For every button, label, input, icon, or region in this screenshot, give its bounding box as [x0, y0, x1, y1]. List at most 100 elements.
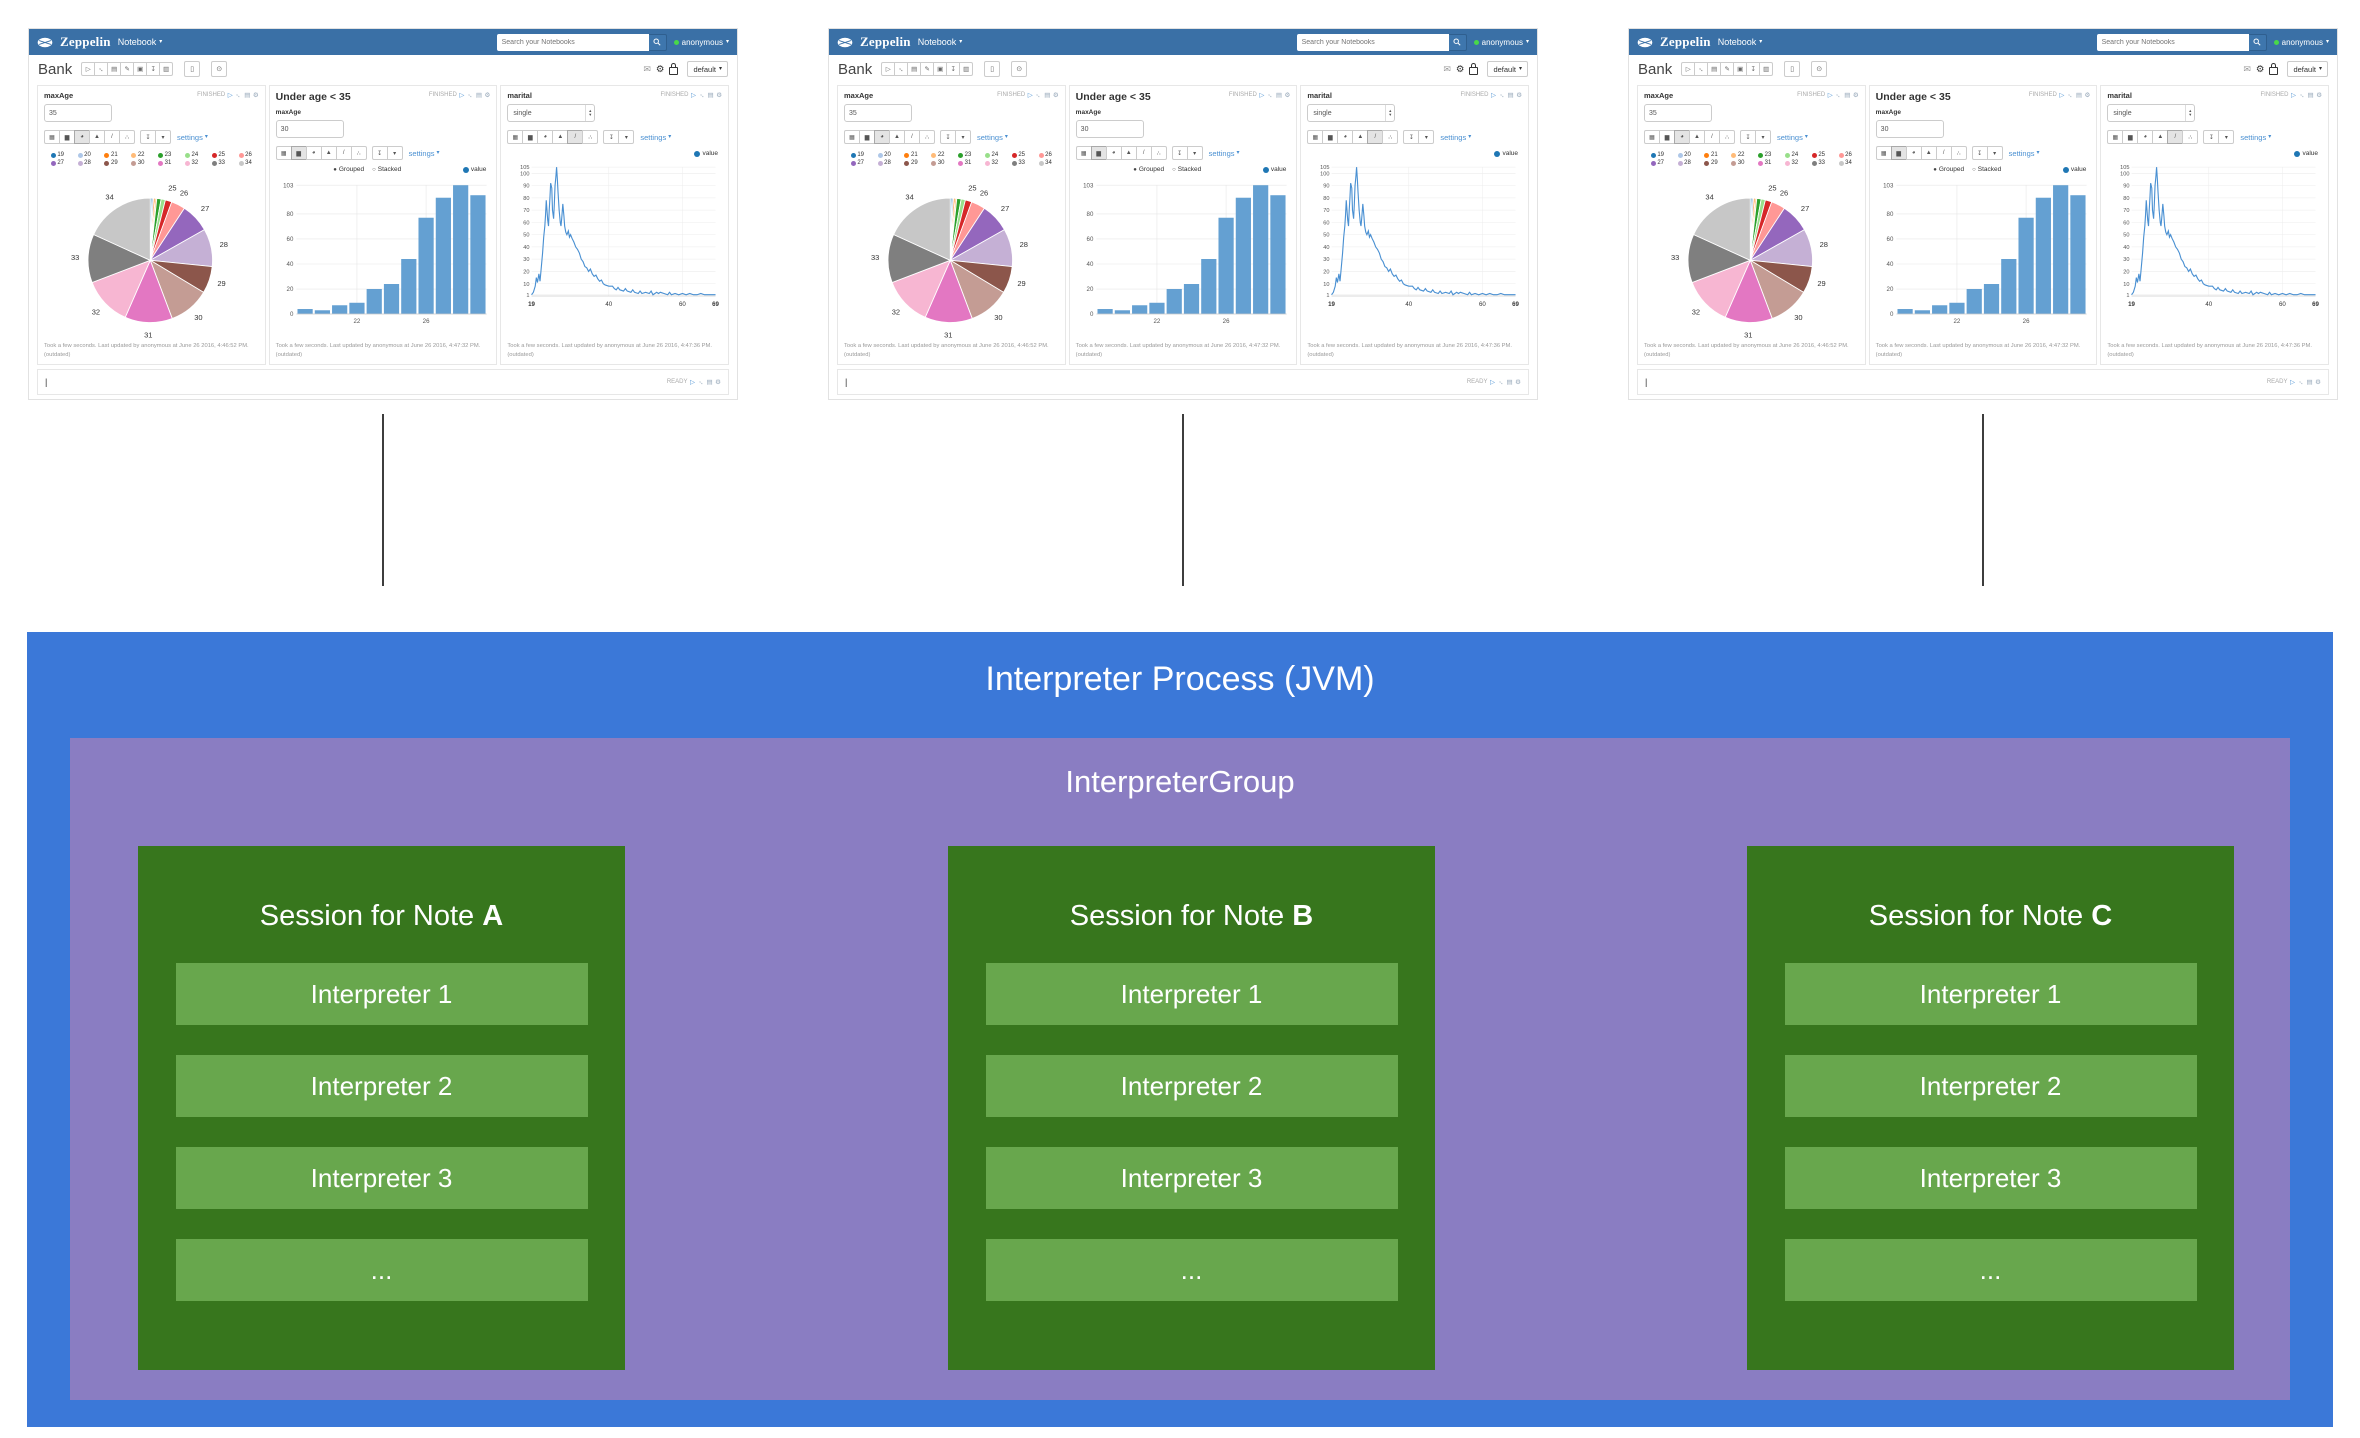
search-input[interactable] — [2096, 33, 2249, 51]
bar-chart-button[interactable]: ▆ — [1090, 146, 1107, 160]
download-caret-button[interactable]: ▾ — [1186, 146, 1203, 160]
area-chart-button[interactable]: ▲ — [320, 146, 337, 160]
expand-icon[interactable]: ↔ — [233, 90, 244, 100]
legend-item[interactable]: 33 — [1805, 160, 1832, 166]
stacked-radio[interactable]: ○ Stacked — [372, 166, 402, 173]
gear-icon[interactable]: ⚙ — [252, 92, 259, 99]
download-caret-button[interactable]: ▾ — [155, 130, 171, 144]
maxage-input[interactable] — [1875, 120, 1944, 138]
output-icon[interactable]: ▤ — [706, 379, 713, 386]
legend-item[interactable]: 22 — [125, 152, 152, 158]
settings-toggle[interactable]: settings ▾ — [640, 132, 672, 142]
legend-item[interactable]: 30 — [125, 160, 152, 166]
table-chart-button[interactable]: ▦ — [844, 130, 860, 144]
lock-icon[interactable] — [1469, 62, 1479, 75]
clone-notebook-button[interactable]: ▣ — [933, 62, 948, 76]
hide-code-button[interactable]: ↔ — [94, 62, 109, 76]
line-chart-button[interactable]: / — [904, 130, 920, 144]
empty-paragraph[interactable]: | READY ▷ ↔ ▤ ⚙ — [37, 369, 729, 395]
area-chart-button[interactable]: ▲ — [1352, 130, 1369, 144]
grouped-radio[interactable]: ● Grouped — [1933, 166, 1965, 173]
scheduler-button[interactable]: ⊙ — [1811, 61, 1828, 77]
legend-item[interactable]: 33 — [205, 160, 232, 166]
legend-item[interactable]: 31 — [951, 160, 978, 166]
mail-icon[interactable]: ✉ — [2243, 63, 2251, 74]
bar-chart-button[interactable]: ▆ — [290, 146, 307, 160]
gear-icon[interactable]: ⚙ — [1516, 92, 1523, 99]
run-icon[interactable]: ▷ — [2059, 92, 2065, 99]
expand-icon[interactable]: ↔ — [2065, 90, 2075, 100]
run-icon[interactable]: ▷ — [2291, 92, 2297, 99]
maxage-input[interactable] — [1075, 120, 1144, 138]
legend-item[interactable]: 21 — [98, 152, 125, 158]
expand-icon[interactable]: ↔ — [697, 90, 707, 100]
legend-item[interactable]: 19 — [844, 152, 871, 158]
run-icon[interactable]: ▷ — [1259, 92, 1265, 99]
legend-item[interactable]: 26 — [232, 152, 259, 158]
gear-icon[interactable]: ⚙ — [1455, 63, 1465, 75]
line-chart-button[interactable]: / — [1704, 130, 1720, 144]
gear-icon[interactable]: ⚙ — [716, 92, 723, 99]
search-button[interactable] — [2248, 33, 2267, 51]
legend-item[interactable]: 32 — [178, 160, 205, 166]
mail-icon[interactable]: ✉ — [1443, 63, 1451, 74]
legend-item[interactable]: 34 — [232, 160, 259, 166]
legend-item[interactable]: 32 — [1778, 160, 1805, 166]
run-icon[interactable]: ▷ — [1491, 92, 1497, 99]
stacked-radio[interactable]: ○ Stacked — [1172, 166, 1202, 173]
legend-item[interactable]: 31 — [151, 160, 178, 166]
expand-icon[interactable]: ↔ — [695, 377, 706, 387]
table-chart-button[interactable]: ▦ — [1644, 130, 1660, 144]
search-button[interactable] — [648, 33, 667, 51]
expand-icon[interactable]: ↔ — [1495, 377, 1506, 387]
pie-chart-button[interactable]: ◕ — [74, 130, 90, 144]
area-chart-button[interactable]: ▲ — [89, 130, 105, 144]
hide-code-button[interactable]: ↔ — [894, 62, 909, 76]
legend-item[interactable]: 33 — [1005, 160, 1032, 166]
search-input[interactable] — [1296, 33, 1449, 51]
legend-item[interactable]: 23 — [951, 152, 978, 158]
gear-icon[interactable]: ⚙ — [1852, 92, 1859, 99]
marital-select[interactable]: single ▴▾ — [1307, 104, 1396, 122]
download-button[interactable]: ↧ — [940, 130, 956, 144]
scatter-chart-button[interactable]: ∴ — [1719, 130, 1735, 144]
run-icon[interactable]: ▷ — [459, 92, 465, 99]
clear-output-button[interactable]: ✎ — [1720, 62, 1735, 76]
scatter-chart-button[interactable]: ∴ — [2182, 130, 2199, 144]
expand-icon[interactable]: ↔ — [1265, 90, 1275, 100]
legend-item[interactable]: 30 — [925, 160, 952, 166]
pie-chart-button[interactable]: ◕ — [1337, 130, 1354, 144]
bar-chart-button[interactable]: ▆ — [522, 130, 539, 144]
run-icon[interactable]: ▷ — [691, 92, 697, 99]
table-chart-button[interactable]: ▦ — [275, 146, 292, 160]
legend-item[interactable]: 28 — [1671, 160, 1698, 166]
expand-icon[interactable]: ↔ — [1033, 90, 1044, 100]
run-all-button[interactable]: ▷ — [881, 62, 896, 76]
download-button[interactable]: ↧ — [140, 130, 156, 144]
bar-chart-button[interactable]: ▆ — [2122, 130, 2139, 144]
gear-icon[interactable]: ⚙ — [484, 92, 491, 99]
legend-item[interactable]: 34 — [1032, 160, 1059, 166]
legend-item[interactable]: 31 — [1751, 160, 1778, 166]
line-chart-button[interactable]: / — [567, 130, 584, 144]
hide-output-button[interactable]: ▤ — [107, 62, 122, 76]
run-icon[interactable]: ▷ — [690, 379, 696, 386]
area-chart-button[interactable]: ▲ — [1920, 146, 1937, 160]
mail-icon[interactable]: ✉ — [643, 63, 651, 74]
bar-chart-button[interactable]: ▆ — [59, 130, 75, 144]
area-chart-button[interactable]: ▲ — [552, 130, 569, 144]
lock-icon[interactable] — [2269, 62, 2279, 75]
run-all-button[interactable]: ▷ — [1681, 62, 1696, 76]
legend-item[interactable]: 24 — [178, 152, 205, 158]
maxage-input[interactable] — [275, 120, 344, 138]
hide-code-button[interactable]: ↔ — [1694, 62, 1709, 76]
settings-toggle[interactable]: settings ▾ — [177, 132, 208, 142]
legend-item[interactable]: 22 — [925, 152, 952, 158]
gear-icon[interactable]: ⚙ — [2315, 379, 2321, 386]
download-button[interactable]: ↧ — [371, 146, 388, 160]
legend-item[interactable]: 29 — [98, 160, 125, 166]
output-icon[interactable]: ▤ — [244, 92, 251, 99]
download-button[interactable]: ↧ — [1171, 146, 1188, 160]
settings-toggle[interactable]: settings ▾ — [2008, 148, 2040, 158]
hide-output-button[interactable]: ▤ — [907, 62, 922, 76]
